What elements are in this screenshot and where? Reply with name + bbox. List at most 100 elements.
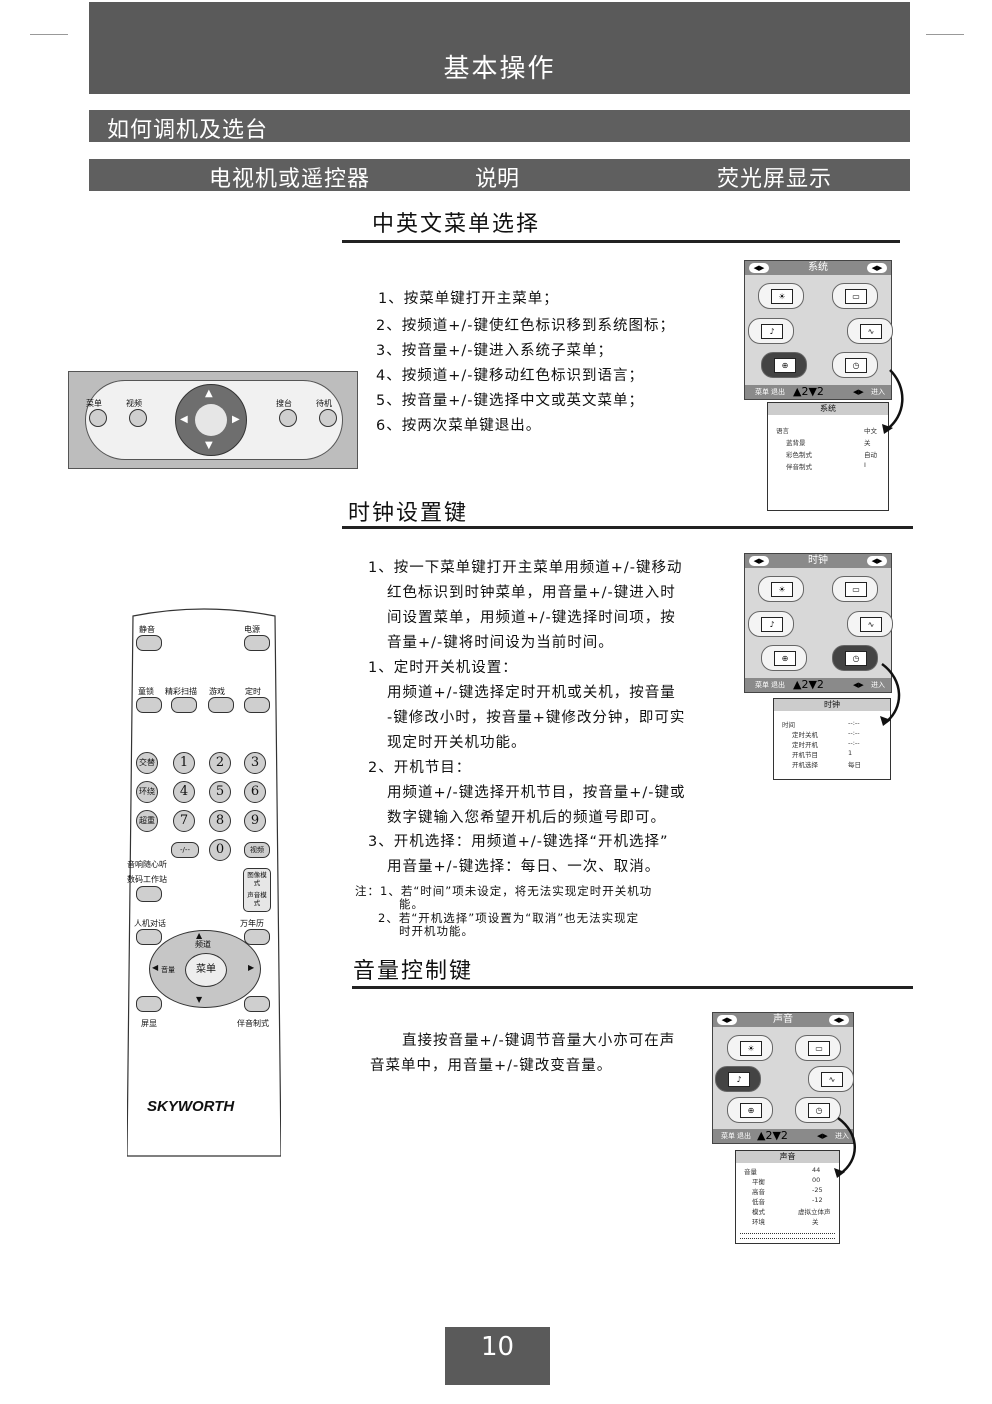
remote-digit-9[interactable]: 9 [244, 810, 266, 832]
language-step-5: 5、按音量+/-键选择中文或英文菜单； [376, 393, 644, 409]
remote-channel-up-icon[interactable]: ▲ [196, 931, 203, 940]
remote-mute-button[interactable] [136, 635, 162, 651]
remote-timer-button[interactable] [244, 697, 270, 713]
remote-volume-down-icon[interactable]: ◀ [152, 963, 159, 972]
remote-menu-button[interactable]: 菜单 [185, 953, 227, 987]
curve-icon: ∿ [847, 611, 893, 637]
remote-picture-mode[interactable]: 图像模式 [247, 871, 267, 887]
remote-digit-7[interactable]: 7 [173, 810, 195, 832]
remote-mode-buttons[interactable]: 图像模式 声音模式 [243, 868, 271, 912]
osd-system-menu: 系统 ◀▶ ◀▶ ☀ ▭ ♪ ∿ ⊕ ◷ 菜单 退出 ▲2▼2 ◀▶ 进入 [744, 260, 893, 400]
system-row-sound-value: I [864, 461, 866, 469]
clock-line-13: 用音量+/-键选择：每日、一次、取消。 [387, 859, 661, 875]
sound-row-treble: 高音 [752, 1188, 765, 1196]
panel-dpad[interactable]: ▲ ▼ ◀ ▶ [175, 384, 247, 456]
language-step-3: 3、按音量+/-键进入系统子菜单； [376, 343, 613, 359]
tv-front-panel: 菜单 视频 搜台 待机 ▲ ▼ ◀ ▶ [68, 371, 358, 469]
remote-hmi-button[interactable] [136, 929, 162, 945]
osd-sound-footer: 菜单 退出 ▲2▼2 ◀▶ 进入 [713, 1129, 853, 1143]
clock-row-off: 定时关机 [792, 731, 818, 739]
osd-menu-label: 菜单 [755, 681, 769, 689]
system-row-language-value: 中文 [864, 427, 877, 435]
remote-navigation-pad[interactable]: 菜单 频道 ▲ ▼ ◀ 音量 ▶ [149, 930, 261, 1008]
remote-digit-0[interactable]: 0 [209, 839, 231, 861]
remote-swap-button[interactable]: 交替 [136, 752, 158, 774]
clock-icon: ◷ [832, 645, 878, 671]
dpad-up-icon: ▲ [205, 388, 213, 399]
osd-sound-menu: 声音 ◀▶ ◀▶ ☀ ▭ ♪ ∿ ⊕ ◷ 菜单 退出 ▲2▼2 ◀▶ 进入 [712, 1012, 854, 1144]
remote-lock-button[interactable] [136, 697, 162, 713]
remote-audio-hint: 音响随心听 [127, 860, 167, 869]
remote-channel-down-icon[interactable]: ▼ [196, 995, 203, 1004]
crop-mark-left [30, 34, 68, 35]
panel-standby-button[interactable] [319, 409, 337, 427]
clock-row-time-value: --:-- [848, 719, 860, 727]
remote-sound-mode[interactable]: 声音模式 [247, 891, 267, 907]
osd-system-footer: 菜单 退出 ▲2▼2 ◀▶ 进入 [745, 385, 891, 399]
left-right-arrow-icon: ◀▶ [867, 263, 887, 273]
remote-brand-logo: SKYWORTH [147, 1098, 235, 1115]
page-title: 基本操作 [443, 54, 556, 84]
section-bar: 如何调机及选台 [89, 110, 910, 143]
system-row-color: 彩色制式 [786, 451, 812, 459]
col-description: 说明 [475, 167, 520, 192]
curved-arrow-icon [880, 662, 901, 726]
osd-enter-label: 进入 [835, 1132, 849, 1140]
clock-row-time: 时间 [782, 721, 795, 729]
clock-line-2: 红色标识到时钟菜单，用音量+/-键进入时 [387, 585, 676, 601]
remote-digit-5[interactable]: 5 [209, 781, 231, 803]
remote-power-button[interactable] [244, 635, 270, 651]
panel-video-button[interactable] [129, 409, 147, 427]
remote-digit-6[interactable]: 6 [244, 781, 266, 803]
remote-accompany-button[interactable] [244, 996, 270, 1012]
sound-row-bass-value: -12 [812, 1196, 823, 1204]
osd-sound-title: 声音 [713, 1013, 853, 1027]
osd-exit-label: 退出 [771, 681, 785, 689]
remote-surround-button[interactable]: 环绕 [136, 781, 158, 803]
remote-bass-button[interactable]: 超重 [136, 810, 158, 832]
remote-dash-button[interactable]: -/-- [171, 842, 199, 858]
remote-control: 静音 电源 童锁 精彩扫描 游戏 定时 交替 1 2 3 环绕 4 5 6 超重… [127, 608, 281, 1158]
page-number-box: 10 [445, 1327, 550, 1385]
remote-digit-1[interactable]: 1 [173, 752, 195, 774]
remote-digit-4[interactable]: 4 [173, 781, 195, 803]
language-rule [342, 240, 900, 243]
picture-icon: ☀ [758, 283, 804, 309]
volume-arrows-icon: ◀▶ [817, 1132, 828, 1140]
curve-icon: ∿ [808, 1066, 854, 1092]
sound-row-mode: 模式 [752, 1208, 765, 1216]
system-icon: ⊕ [761, 645, 807, 671]
clock-row-on: 定时开机 [792, 741, 818, 749]
remote-mute-label: 静音 [139, 625, 155, 634]
volume-line-2: 音菜单中，用音量+/-键改变音量。 [370, 1058, 613, 1074]
clock-line-7: -键修改小时，按音量+键修改分钟，即可实 [387, 710, 686, 726]
sound-row-bass: 低音 [752, 1198, 765, 1206]
remote-digital-button[interactable] [136, 886, 162, 902]
col-display: 荧光屏显示 [717, 167, 833, 192]
sound-row-balance: 平衡 [752, 1178, 765, 1186]
sound-icon: ♪ [748, 611, 794, 637]
remote-calendar-button[interactable] [244, 929, 270, 945]
remote-digit-3[interactable]: 3 [244, 752, 266, 774]
panel-search-button[interactable] [279, 409, 297, 427]
column-header: 电视机或遥控器 说明 荧光屏显示 [89, 159, 910, 192]
clock-note-2: 2、若“开机选择”项设置为“取消”也无法实现定 [378, 911, 640, 925]
remote-volume-up-icon[interactable]: ▶ [248, 963, 255, 972]
remote-digit-8[interactable]: 8 [209, 810, 231, 832]
remote-scan-button[interactable] [171, 697, 197, 713]
clock-line-9: 2、开机节目： [368, 760, 472, 776]
remote-digit-2[interactable]: 2 [209, 752, 231, 774]
panel-standby-label: 待机 [316, 399, 332, 408]
remote-game-button[interactable] [208, 697, 234, 713]
clock-line-5: 1、定时开关机设置： [368, 660, 518, 676]
volume-title: 音量控制键 [353, 959, 474, 984]
panel-menu-button[interactable] [89, 409, 107, 427]
sound-row-volume-value: 44 [812, 1166, 821, 1174]
language-step-2: 2、按频道+/-键使红色标识移到系统图标； [376, 318, 675, 334]
remote-display-button[interactable] [136, 996, 162, 1012]
clock-line-6: 用频道+/-键选择定时开机或关机，按音量 [387, 685, 676, 701]
volume-scale [740, 1233, 835, 1239]
curved-arrow-icon [834, 1116, 856, 1178]
remote-tvav-button[interactable]: 视频 [244, 842, 270, 858]
